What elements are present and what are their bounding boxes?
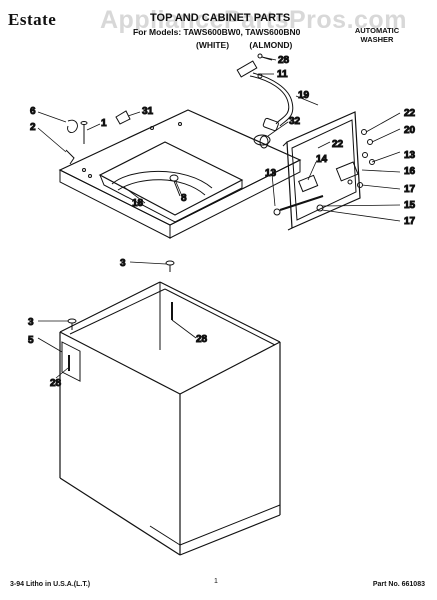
callout-5: 5	[28, 335, 34, 346]
callout-16: 16	[404, 166, 416, 177]
callout-19: 19	[298, 90, 310, 101]
callout-13-b: 13	[265, 168, 277, 179]
product-line-1: AUTOMATIC	[354, 26, 400, 35]
footer-date: 3-94 Litho in U.S.A.(L.T.)	[10, 581, 91, 588]
callout-22-a: 22	[404, 108, 416, 119]
callout-28-top: 28	[278, 55, 290, 66]
product-type: AUTOMATIC WASHER	[337, 26, 417, 44]
callout-13-a: 13	[404, 150, 416, 161]
cabinet	[59, 281, 281, 556]
callout-20: 20	[404, 125, 416, 136]
small-parts	[65, 53, 273, 165]
callout-8: 8	[181, 193, 187, 204]
models-line: For Models: TAWS600BW0, TAWS600BN0	[133, 27, 301, 37]
product-line-2: WASHER	[360, 35, 394, 44]
callout-15: 15	[404, 200, 416, 211]
wire-harness	[236, 60, 294, 146]
top-panel	[58, 109, 302, 239]
callout-1: 1	[101, 118, 107, 129]
hinge-part	[169, 174, 181, 197]
brand-logo-text: Estate	[8, 10, 57, 29]
callout-28-low: 28	[50, 378, 62, 389]
callout-14: 14	[316, 154, 328, 165]
callout-17-b: 17	[404, 216, 416, 227]
footer-page: 1	[214, 578, 218, 585]
diagram-title: TOP AND CABINET PARTS	[150, 12, 291, 24]
callout-31: 31	[142, 106, 154, 117]
cabinet-screws	[67, 260, 175, 371]
callout-11: 11	[277, 69, 288, 80]
callout-22-b: 22	[332, 139, 344, 150]
callout-2: 2	[30, 122, 36, 133]
footer-part-number: Part No. 661083	[372, 581, 425, 588]
callout-labels: 28 11 19 6 31 1 2 22 20 32 22 13 16 14 1…	[28, 55, 417, 390]
watermark: AppliancePartsPros.com	[100, 6, 407, 34]
callout-28-mid: 28	[196, 334, 208, 345]
callout-6: 6	[30, 106, 36, 117]
colors-line: (WHITE) (ALMOND)	[196, 40, 310, 50]
leader-lines	[37, 56, 401, 379]
color-white: (WHITE)	[196, 40, 230, 50]
callout-17-a: 17	[404, 184, 416, 195]
callout-3-b: 3	[28, 317, 34, 328]
callout-3-a: 3	[120, 258, 126, 269]
callout-32: 32	[289, 116, 301, 127]
callout-18: 18	[132, 198, 144, 209]
console-panel	[273, 111, 375, 231]
color-almond: (ALMOND)	[249, 40, 293, 50]
